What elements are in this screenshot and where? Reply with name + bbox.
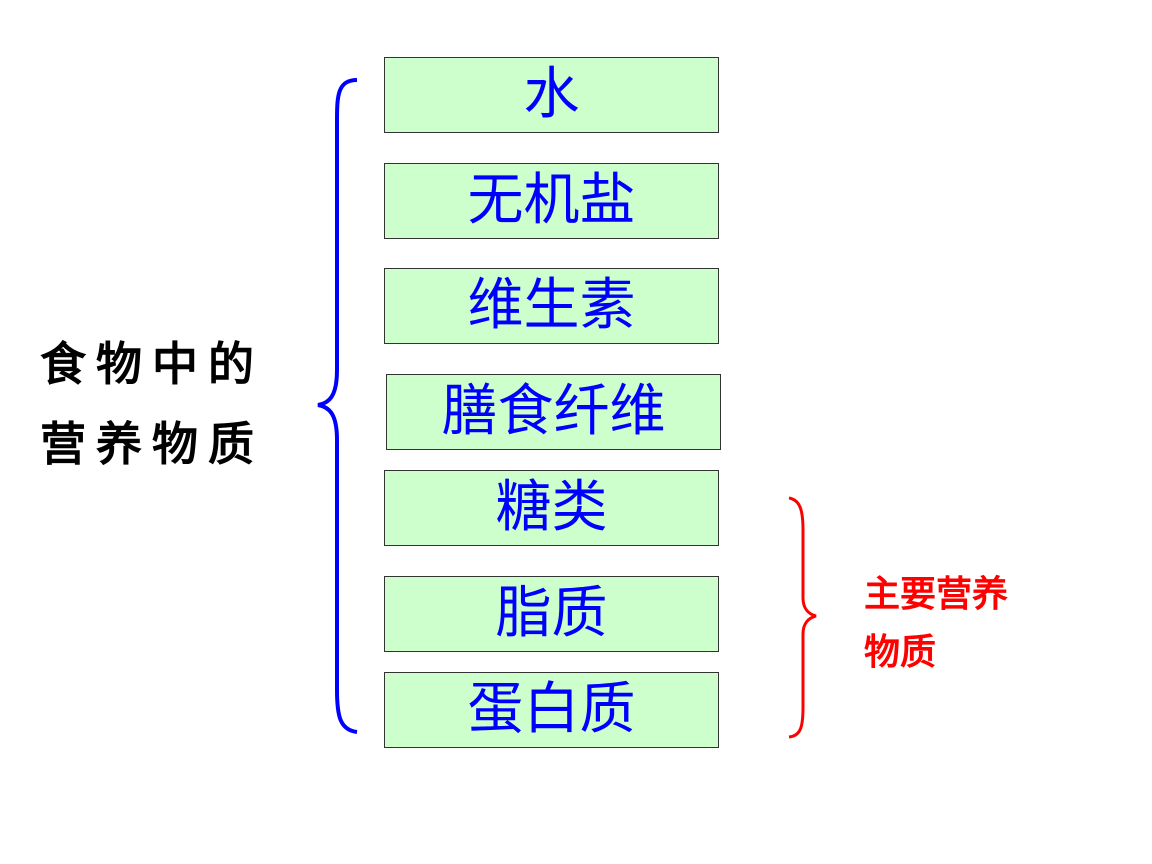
nutrient-box-carbohydrates: 糖类 — [384, 470, 719, 546]
nutrient-box-protein: 蛋白质 — [384, 672, 719, 748]
main-nutrients-label: 主要营养 物质 — [864, 565, 1124, 681]
right-brace — [788, 496, 817, 739]
nutrient-box-water: 水 — [384, 57, 719, 133]
food-nutrients-label-line2: 营养物质 — [40, 417, 264, 471]
main-nutrients-label-line2: 物质 — [864, 631, 937, 673]
food-nutrients-label: 食物中的 营养物质 — [40, 324, 320, 484]
nutrient-box-lipids: 脂质 — [384, 576, 719, 652]
main-nutrients-label-line1: 主要营养 — [864, 573, 1009, 615]
nutrient-box-dietary-fiber: 膳食纤维 — [386, 374, 721, 450]
food-nutrients-label-line1: 食物中的 — [40, 337, 264, 391]
nutrient-box-vitamins: 维生素 — [384, 268, 719, 344]
nutrient-box-minerals: 无机盐 — [384, 163, 719, 239]
left-brace — [317, 78, 358, 734]
